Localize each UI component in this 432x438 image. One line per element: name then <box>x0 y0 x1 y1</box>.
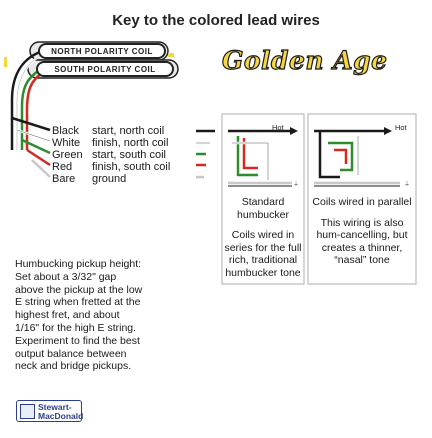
standard-panel-text: Standard humbucker Coils wired in series… <box>224 196 302 279</box>
pickup-height-note: Humbucking pickup height: Set about a 3/… <box>15 258 143 373</box>
green-lead-wire <box>20 68 41 150</box>
golden-age-logo: Golden Age <box>221 45 388 75</box>
brand-line-1: Stewart- <box>38 402 72 412</box>
parallel-panel-frame <box>307 113 417 285</box>
brand-line-2: MacDonald <box>38 411 84 421</box>
standard-panel-frame <box>221 113 305 285</box>
south-coil-label: SOUTH POLARITY COIL <box>36 61 174 77</box>
black-lead-wire <box>10 50 41 150</box>
north-coil-label: NORTH POLARITY COIL <box>38 43 166 59</box>
stewmac-logo-mark <box>20 404 35 419</box>
standard-hot-label: Hot <box>272 123 284 132</box>
parallel-panel-text: Coils wired in parallel This wiring is a… <box>312 196 412 267</box>
standard-ground-icon: ⏚ <box>293 182 300 188</box>
parallel-hot-label: Hot <box>395 123 407 132</box>
stewmac-logo: Stewart- MacDonald <box>16 400 84 422</box>
diagram-title: Key to the colored lead wires <box>112 12 320 29</box>
standard-panel-heading: Standard humbucker <box>237 196 289 221</box>
standard-panel-description: Coils wired in series for the full rich,… <box>224 229 302 279</box>
parallel-panel-description: This wiring is also hum-cancelling, but … <box>316 216 408 267</box>
parallel-panel-heading: Coils wired in parallel <box>312 196 412 208</box>
parallel-ground-icon: ⏚ <box>404 182 411 188</box>
